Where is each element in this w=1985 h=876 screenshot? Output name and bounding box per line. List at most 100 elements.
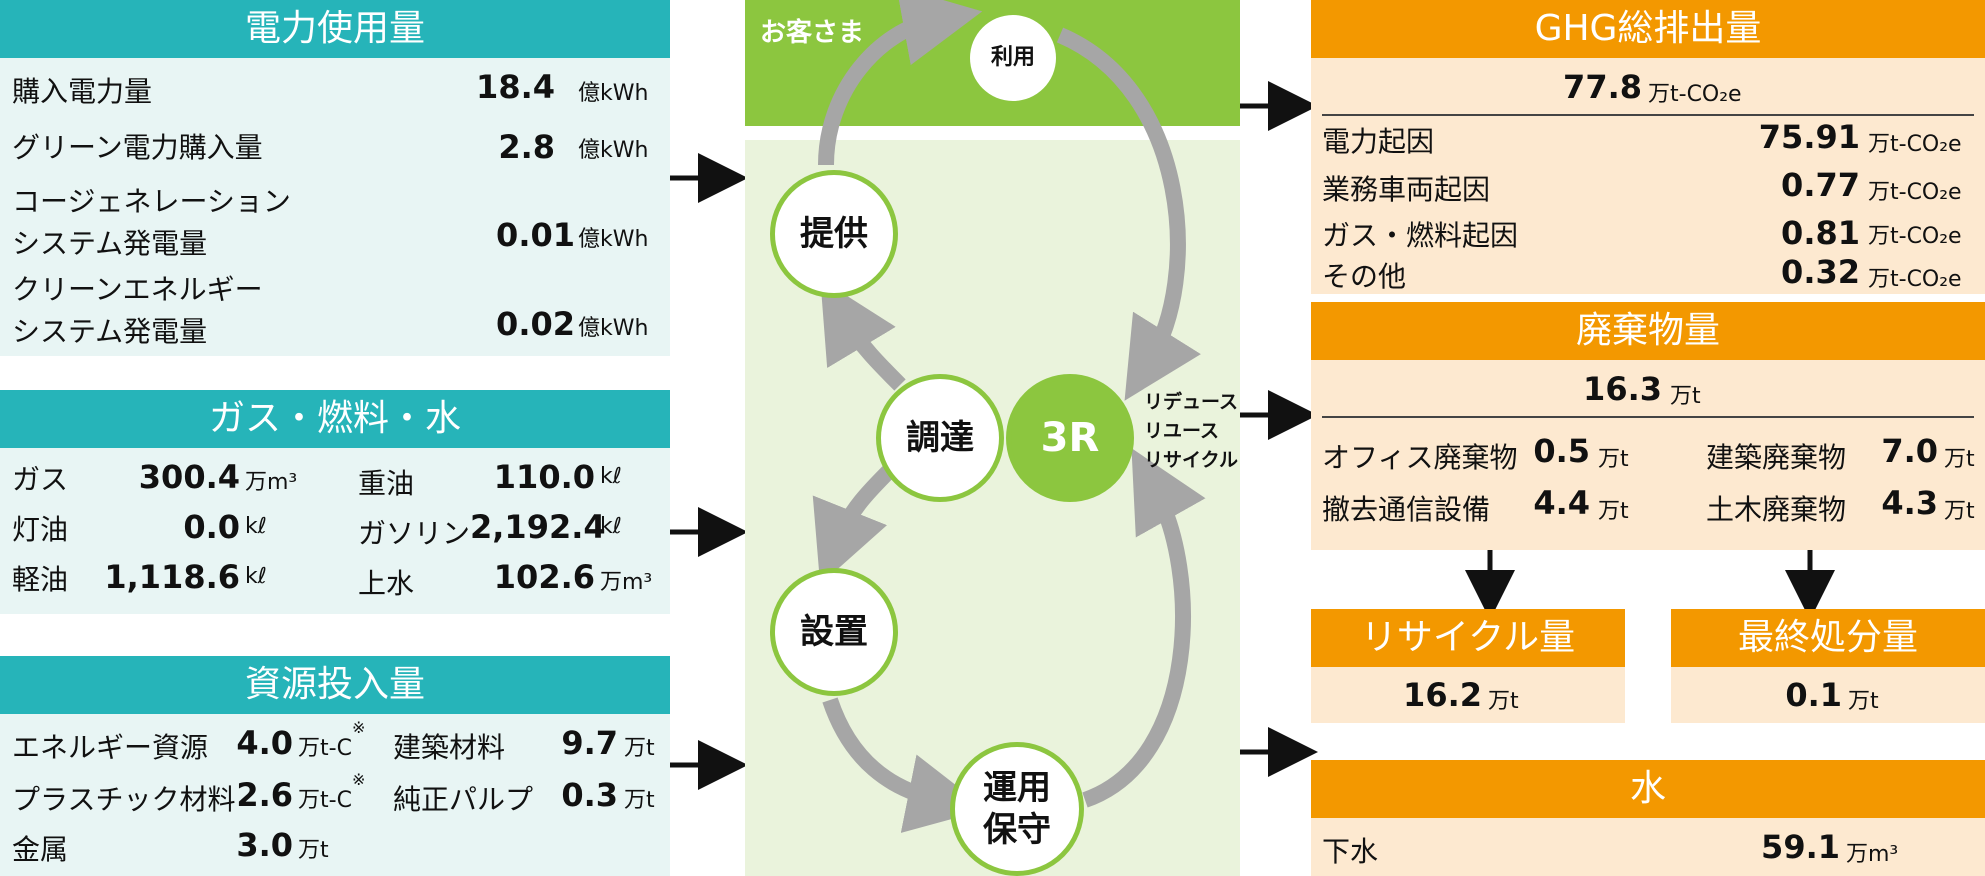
waste-unit-0: 万t xyxy=(1598,447,1629,472)
waste-label-0: オフィス廃棄物 xyxy=(1322,441,1518,474)
operate-node: 運用 保守 xyxy=(950,742,1084,876)
arrow-operate-to-3r xyxy=(1082,448,1206,808)
procure-label: 調達 xyxy=(906,418,974,458)
three-r-label: 3R xyxy=(1040,415,1100,461)
res-unit-4: 万t xyxy=(624,788,655,813)
ghg-unit-1: 万t-CO₂e xyxy=(1868,180,1962,205)
waste-unit-1: 万t xyxy=(1598,499,1629,524)
provide-label: 提供 xyxy=(800,214,868,254)
gas-unit-1: kℓ xyxy=(245,514,267,539)
customer-label: お客さま xyxy=(760,18,865,48)
final-value: 0.1 xyxy=(1785,676,1842,714)
power-label-clean-2: システム発電量 xyxy=(12,315,208,348)
gas-label-3: 重油 xyxy=(358,467,415,500)
resources-panel xyxy=(0,714,670,876)
arrow-provide-to-use xyxy=(818,0,983,166)
power-label-cogen-2: システム発電量 xyxy=(12,227,208,260)
waste-header: 廃棄物量 xyxy=(1311,302,1985,360)
waste-value-3: 4.3 xyxy=(1881,484,1938,522)
gas-unit-4: kℓ xyxy=(600,514,622,539)
waste-unit-3: 万t xyxy=(1944,499,1975,524)
ghg-label-3: その他 xyxy=(1322,260,1407,293)
procure-node: 調達 xyxy=(876,374,1004,502)
power-label-cogen-1: コージェネレーション xyxy=(12,185,291,218)
waste-total-value: 16.3 xyxy=(1583,370,1662,408)
gas-label-5: 上水 xyxy=(358,567,415,600)
res-value-1: 2.6 xyxy=(236,776,293,814)
ghg-divider xyxy=(1322,114,1974,116)
recycle-value: 16.2 xyxy=(1403,676,1482,714)
use-node: 利用 xyxy=(970,15,1056,101)
ghg-value-2: 0.81 xyxy=(1781,214,1860,252)
recycle-header: リサイクル量 xyxy=(1311,609,1625,667)
waste-value-0: 0.5 xyxy=(1533,432,1590,470)
water-unit-0: 万m³ xyxy=(1846,842,1899,867)
power-value-cogen: 0.01 xyxy=(496,216,575,254)
gas-label-1: 灯油 xyxy=(12,513,69,546)
water-panel xyxy=(1311,818,1985,876)
reuse-label: リユース xyxy=(1144,420,1220,442)
waste-unit-2: 万t xyxy=(1944,447,1975,472)
power-label-green: グリーン電力購入量 xyxy=(12,131,263,164)
gas-value-1: 0.0 xyxy=(183,508,240,546)
ghg-panel xyxy=(1311,58,1985,294)
ghg-unit-3: 万t-CO₂e xyxy=(1868,267,1962,292)
gas-label-2: 軽油 xyxy=(12,563,69,596)
power-value-purchased: 18.4 xyxy=(476,68,555,106)
water-header: 水 xyxy=(1311,760,1985,818)
install-node: 設置 xyxy=(770,568,898,696)
reduce-label: リデュース xyxy=(1144,391,1239,413)
power-unit-cogen: 億kWh xyxy=(578,227,649,252)
ghg-unit-2: 万t-CO₂e xyxy=(1868,224,1962,249)
water-label-0: 下水 xyxy=(1322,835,1379,868)
gas-header: ガス・燃料・水 xyxy=(0,390,670,448)
waste-label-1: 撤去通信設備 xyxy=(1322,493,1491,526)
waste-label-3: 土木廃棄物 xyxy=(1706,493,1847,526)
recycle-label: リサイクル xyxy=(1144,449,1239,471)
res-label-0: エネルギー資源 xyxy=(12,731,209,764)
gas-label-0: ガス xyxy=(12,463,69,496)
three-r-node: 3R xyxy=(1006,374,1134,502)
arrow-procure-to-provide xyxy=(820,278,906,391)
final-unit: 万t xyxy=(1848,689,1879,714)
ghg-label-2: ガス・燃料起因 xyxy=(1322,219,1519,252)
power-label-purchased: 購入電力量 xyxy=(12,75,153,108)
res-value-3: 9.7 xyxy=(561,724,618,762)
power-label-clean-1: クリーンエネルギー xyxy=(12,273,263,306)
res-label-2: 金属 xyxy=(12,833,69,866)
ghg-unit-0: 万t-CO₂e xyxy=(1868,132,1962,157)
final-panel xyxy=(1671,667,1985,723)
res-unit-2: 万t xyxy=(298,838,329,863)
three-r-description: リデュース リユース リサイクル xyxy=(1144,388,1238,475)
ghg-value-0: 75.91 xyxy=(1758,118,1860,156)
gas-label-4: ガソリン xyxy=(358,517,471,550)
ghg-total-unit: 万t-CO₂e xyxy=(1648,82,1742,107)
gas-value-2: 1,118.6 xyxy=(104,558,240,596)
waste-value-2: 7.0 xyxy=(1881,432,1938,470)
install-label: 設置 xyxy=(800,612,868,652)
res-unit-1: 万t-C xyxy=(298,788,352,813)
gas-value-4: 2,192.4 xyxy=(470,508,606,546)
ghg-value-1: 0.77 xyxy=(1781,166,1860,204)
res-note-1: ※ xyxy=(352,770,366,789)
arrow-use-to-3r xyxy=(1056,27,1201,401)
ghg-label-0: 電力起因 xyxy=(1322,125,1435,158)
gas-value-0: 300.4 xyxy=(138,458,240,496)
power-panel xyxy=(0,58,670,356)
waste-total-unit: 万t xyxy=(1670,384,1701,409)
recycle-panel xyxy=(1311,667,1625,723)
gas-unit-5: 万m³ xyxy=(600,570,653,595)
res-label-3: 建築材料 xyxy=(393,731,506,764)
gas-value-5: 102.6 xyxy=(493,558,595,596)
res-label-4: 純正パルプ xyxy=(393,783,534,816)
waste-divider xyxy=(1322,416,1974,418)
gas-unit-0: 万m³ xyxy=(245,470,298,495)
recycle-unit: 万t xyxy=(1488,689,1519,714)
operate-label-1: 運用 xyxy=(983,768,1051,808)
waste-label-2: 建築廃棄物 xyxy=(1706,441,1847,474)
power-value-green: 2.8 xyxy=(498,128,555,166)
arrow-procure-to-install xyxy=(812,464,896,585)
waste-value-1: 4.4 xyxy=(1533,484,1590,522)
